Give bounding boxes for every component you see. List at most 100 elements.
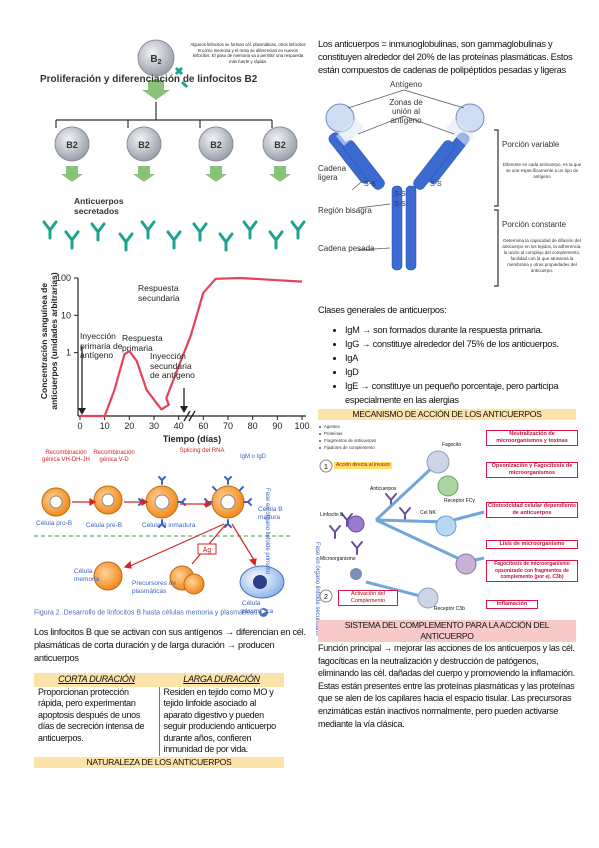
dev-top-label-3: Splicing del RNA (179, 448, 225, 454)
duration-table: CORTA DURACIÓN LARGA DURACIÓN Proporcion… (34, 673, 284, 768)
legend-item-2: Proteínas (324, 431, 343, 436)
antigen-label: Antígeno (390, 80, 423, 89)
result-opsonization: Opsonización y Fagocitosis de microorgan… (486, 462, 578, 478)
class-iga: IgA (345, 351, 580, 365)
result-c3b-phagocytosis: Fagocitosis de microorganismo opsonizado… (486, 560, 578, 582)
response-curve (80, 276, 303, 418)
phagocyte-label: Fagocito (442, 442, 462, 448)
svg-text:B2: B2 (210, 140, 222, 150)
cell-pre-b-label: Célula pre-B (86, 522, 123, 529)
svg-text:B2: B2 (274, 140, 286, 150)
y-tick-label-10: 10 (61, 310, 71, 320)
dev-top-label-4: IgM o IgD (240, 454, 267, 460)
variable-note: Diferente en cada anticuerpo, es la que … (502, 162, 582, 179)
c3b-receptor-label: Receptor C3b (434, 606, 465, 612)
x-tick-label-40: 40 (174, 421, 184, 431)
b2-daughter-cells: B2 B2 B2 B2 (54, 126, 298, 162)
b-cell-development-figure: Ag Recombinación génica VH-DH-JH Recombi… (34, 448, 320, 636)
b2-cell-top (137, 39, 175, 77)
microorganism-label: Microorganismo (320, 556, 356, 562)
ss-mid2: S-S (394, 201, 406, 208)
heavy-chain-label: Cadena pesada (318, 244, 375, 253)
annot-primary-injection: Inyección primaria de antígeno (80, 332, 123, 360)
svg-text:B2: B2 (150, 54, 161, 66)
dev-cells (41, 485, 285, 599)
constant-portion-label: Porción constante (502, 220, 567, 229)
step1-label: Acción directa al invasor (334, 462, 393, 469)
nature-of-antibodies-heading: NATURALEZA DE LOS ANTICUERPOS (34, 756, 284, 768)
plasma-precursor-label: Precursores de plasmáticas (132, 580, 177, 595)
x-axis-label: Tiempo (días) (163, 434, 221, 444)
antibody-intro: Los anticuerpos = inmunoglobulinas, son … (318, 39, 573, 75)
class-igd: IgD (345, 365, 580, 379)
annot-primary-response: Respuesta primaria (122, 334, 163, 352)
mech-legend: Agentes Proteínas Fragmentos de anticuer… (324, 423, 384, 451)
x-tick-label-80: 80 (248, 421, 258, 431)
y-tick-label-1: 1 (66, 348, 71, 358)
svg-text:B2: B2 (66, 140, 78, 150)
secreted-label: Anticuerpos secretados (74, 196, 124, 216)
lymphocyte-paragraph: Los linfocitos B que se activan con sus … (34, 627, 306, 663)
constant-note: Determina la capacidad de difusión del a… (502, 238, 582, 273)
class-igg: IgG → constituye alrededor del 75% de lo… (345, 337, 580, 351)
svg-text:B2: B2 (138, 140, 150, 150)
antigen-right (455, 103, 485, 133)
svg-text:2: 2 (324, 594, 328, 601)
classes-title: Clases generales de anticuerpos: (318, 305, 447, 315)
play-icon[interactable]: ▶ (259, 608, 269, 617)
b2-note: Algunos linfocitos se forman cél. plasmá… (190, 42, 306, 64)
result-neutralization: Neutralización de microorganismos y toxi… (486, 430, 578, 446)
antigen-left (325, 103, 355, 133)
result-lysis: Lisis de microorganismo (486, 540, 578, 549)
class-igm: IgM → son formados durante la respuesta … (345, 323, 580, 337)
lymphocyte-b (347, 515, 365, 533)
cell-immature-label: Célula B inmadura (142, 522, 196, 529)
x-tick-label-30: 30 (149, 421, 159, 431)
y-axis-label: Concentración sanguínea de anticuerpos (… (40, 272, 59, 409)
x-tick-label-70: 70 (223, 421, 233, 431)
ag-label: Ag (203, 547, 212, 554)
result-adcc: Citotoxicidad celular dependiente de ant… (486, 502, 578, 518)
cell-pro-b-label: Célula pro-B (36, 520, 73, 527)
heavy-chain-stem-left (391, 185, 403, 271)
annot-secondary-response: Respuesta secundaria (138, 284, 180, 302)
variable-portion-label: Porción variable (502, 140, 560, 149)
primary-arrowhead (78, 408, 86, 415)
result-inflammation: Inflamación (486, 600, 538, 609)
dev-top-label-2: Recombinación génica V-D (93, 450, 135, 463)
lymphocyte-label: Linfocito B (320, 512, 344, 518)
axis-break-2 (188, 410, 196, 422)
dev-top-label-1: Recombinación génica VH-DH-JH (42, 450, 90, 463)
step2-box: Activación del Complemento (338, 590, 398, 606)
microorganism (350, 568, 362, 580)
plasma-cell-label: Célula plasmática (242, 600, 274, 615)
mechanism-heading: MECANISMO DE ACCIÓN DE LOS ANTICUERPOS (318, 409, 576, 420)
x-tick-label-60: 60 (198, 421, 208, 431)
long-duration-cell: Residen en tejido como MO y tejido linfo… (163, 686, 277, 755)
svg-text:1: 1 (324, 464, 328, 471)
memory-cell-label: Célula memoria (74, 568, 100, 583)
x-tick-label-10: 10 (100, 421, 110, 431)
complement-heading: SISTEMA DEL COMPLEMENTO PARA LA ACCIÓN D… (318, 620, 576, 642)
nk-label: Cel NK (420, 510, 436, 516)
cell-mature-label: Célula B madura (258, 506, 283, 521)
fig2-caption-text: Figura 2. Desarrollo de linfocitos B has… (34, 609, 258, 617)
nk-cell (435, 515, 457, 537)
legend-item-3: Fragmentos de anticuerpos (324, 438, 377, 443)
mechanism-figure: 1 2 Agentes Proteínas Fragmentos de anti… (316, 422, 580, 618)
antibody-structure-figure: S-S S-S S-S S-S Antígeno Zonas de unión … (318, 78, 584, 290)
short-duration-cell: Proporcionan protección rápida, pero exp… (34, 686, 160, 756)
axis-break-1 (183, 410, 191, 422)
annot-secondary-injection: Inyección secundaria de antígeno (150, 352, 195, 380)
side-label-primary: Fase en órgano linfoide primario (264, 488, 270, 575)
legend-item-4: Fijadores de complemento (324, 445, 375, 450)
secreted-antibodies (42, 220, 306, 252)
y-tick-label-100: 100 (56, 273, 71, 283)
x-tick-label-90: 90 (272, 421, 282, 431)
legend-item-1: Agentes (324, 424, 340, 429)
light-chain-label: Cadena ligera (318, 164, 347, 182)
x-tick-label-100: 100 (294, 421, 309, 431)
long-duration-header: LARGA DURACIÓN (159, 673, 284, 687)
binding-zones-label: Zonas de unión al antígeno (389, 98, 423, 125)
